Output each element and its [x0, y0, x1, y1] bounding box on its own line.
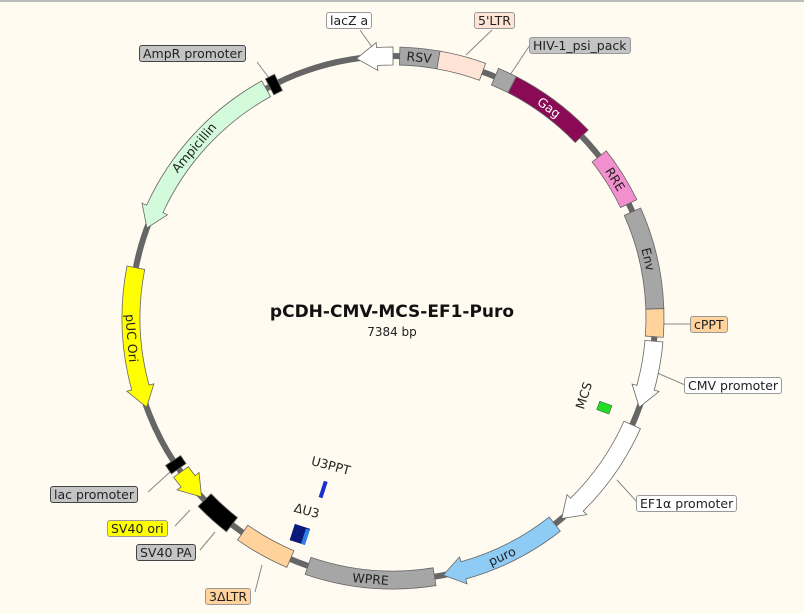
label-cppt[interactable]: cPPT — [690, 316, 728, 333]
feature-lacz-a[interactable] — [355, 41, 394, 72]
feature-5-ltr[interactable] — [436, 50, 487, 81]
feature-rre[interactable] — [591, 150, 638, 209]
feature-label-wpre: WPRE — [352, 570, 390, 588]
feature-cppt[interactable] — [644, 308, 665, 338]
feature-puc-ori[interactable] — [121, 265, 155, 408]
feature-label-puc-ori: pUC Ori — [122, 314, 141, 363]
feature-gag[interactable] — [507, 76, 589, 144]
label-5ltr[interactable]: 5'LTR — [474, 12, 515, 29]
u3ppt-marker — [318, 480, 328, 499]
feature-lac-promoter[interactable] — [165, 455, 187, 475]
label-hiv-psi-pack[interactable]: HIV-1_psi_pack — [529, 37, 631, 54]
du3-marker-edge — [301, 528, 310, 546]
feature-sv40-ori[interactable] — [173, 466, 202, 498]
feature-ef1-promoter[interactable] — [561, 420, 641, 519]
plasmid-name: pCDH-CMV-MCS-EF1-Puro — [269, 302, 515, 322]
feature-ampicillin[interactable] — [141, 80, 272, 229]
feature-ampr-promoter[interactable] — [264, 73, 283, 96]
feature-wpre[interactable] — [304, 556, 437, 590]
mcs-marker — [596, 400, 613, 415]
label-3ltr[interactable]: 3ΔLTR — [205, 588, 252, 605]
plasmid-size: 7384 bp — [367, 325, 417, 339]
label-sv40-pa[interactable]: SV40 PA — [136, 544, 196, 561]
label-ef1a-promoter[interactable]: EF1α promoter — [636, 495, 738, 512]
feature-sv40-pa[interactable] — [197, 493, 239, 533]
label-cmv-promoter[interactable]: CMV promoter — [684, 377, 783, 394]
feature-label-rsv: RSV — [406, 49, 433, 66]
feature-cmv-promoter[interactable] — [631, 339, 664, 409]
label-ampr-promoter[interactable]: AmpR promoter — [139, 45, 247, 62]
feature-3-ltr[interactable] — [236, 524, 295, 568]
feature-label-env: Env — [638, 246, 658, 273]
label-lacz[interactable]: lacZ a — [326, 12, 373, 29]
label-lac-promoter[interactable]: lac promoter — [50, 486, 138, 503]
feature-label-ampicillin: Ampicillin — [168, 120, 219, 176]
feature-puro[interactable] — [442, 516, 561, 585]
label-sv40-ori[interactable]: SV40 ori — [107, 520, 168, 537]
top-border — [0, 0, 804, 2]
